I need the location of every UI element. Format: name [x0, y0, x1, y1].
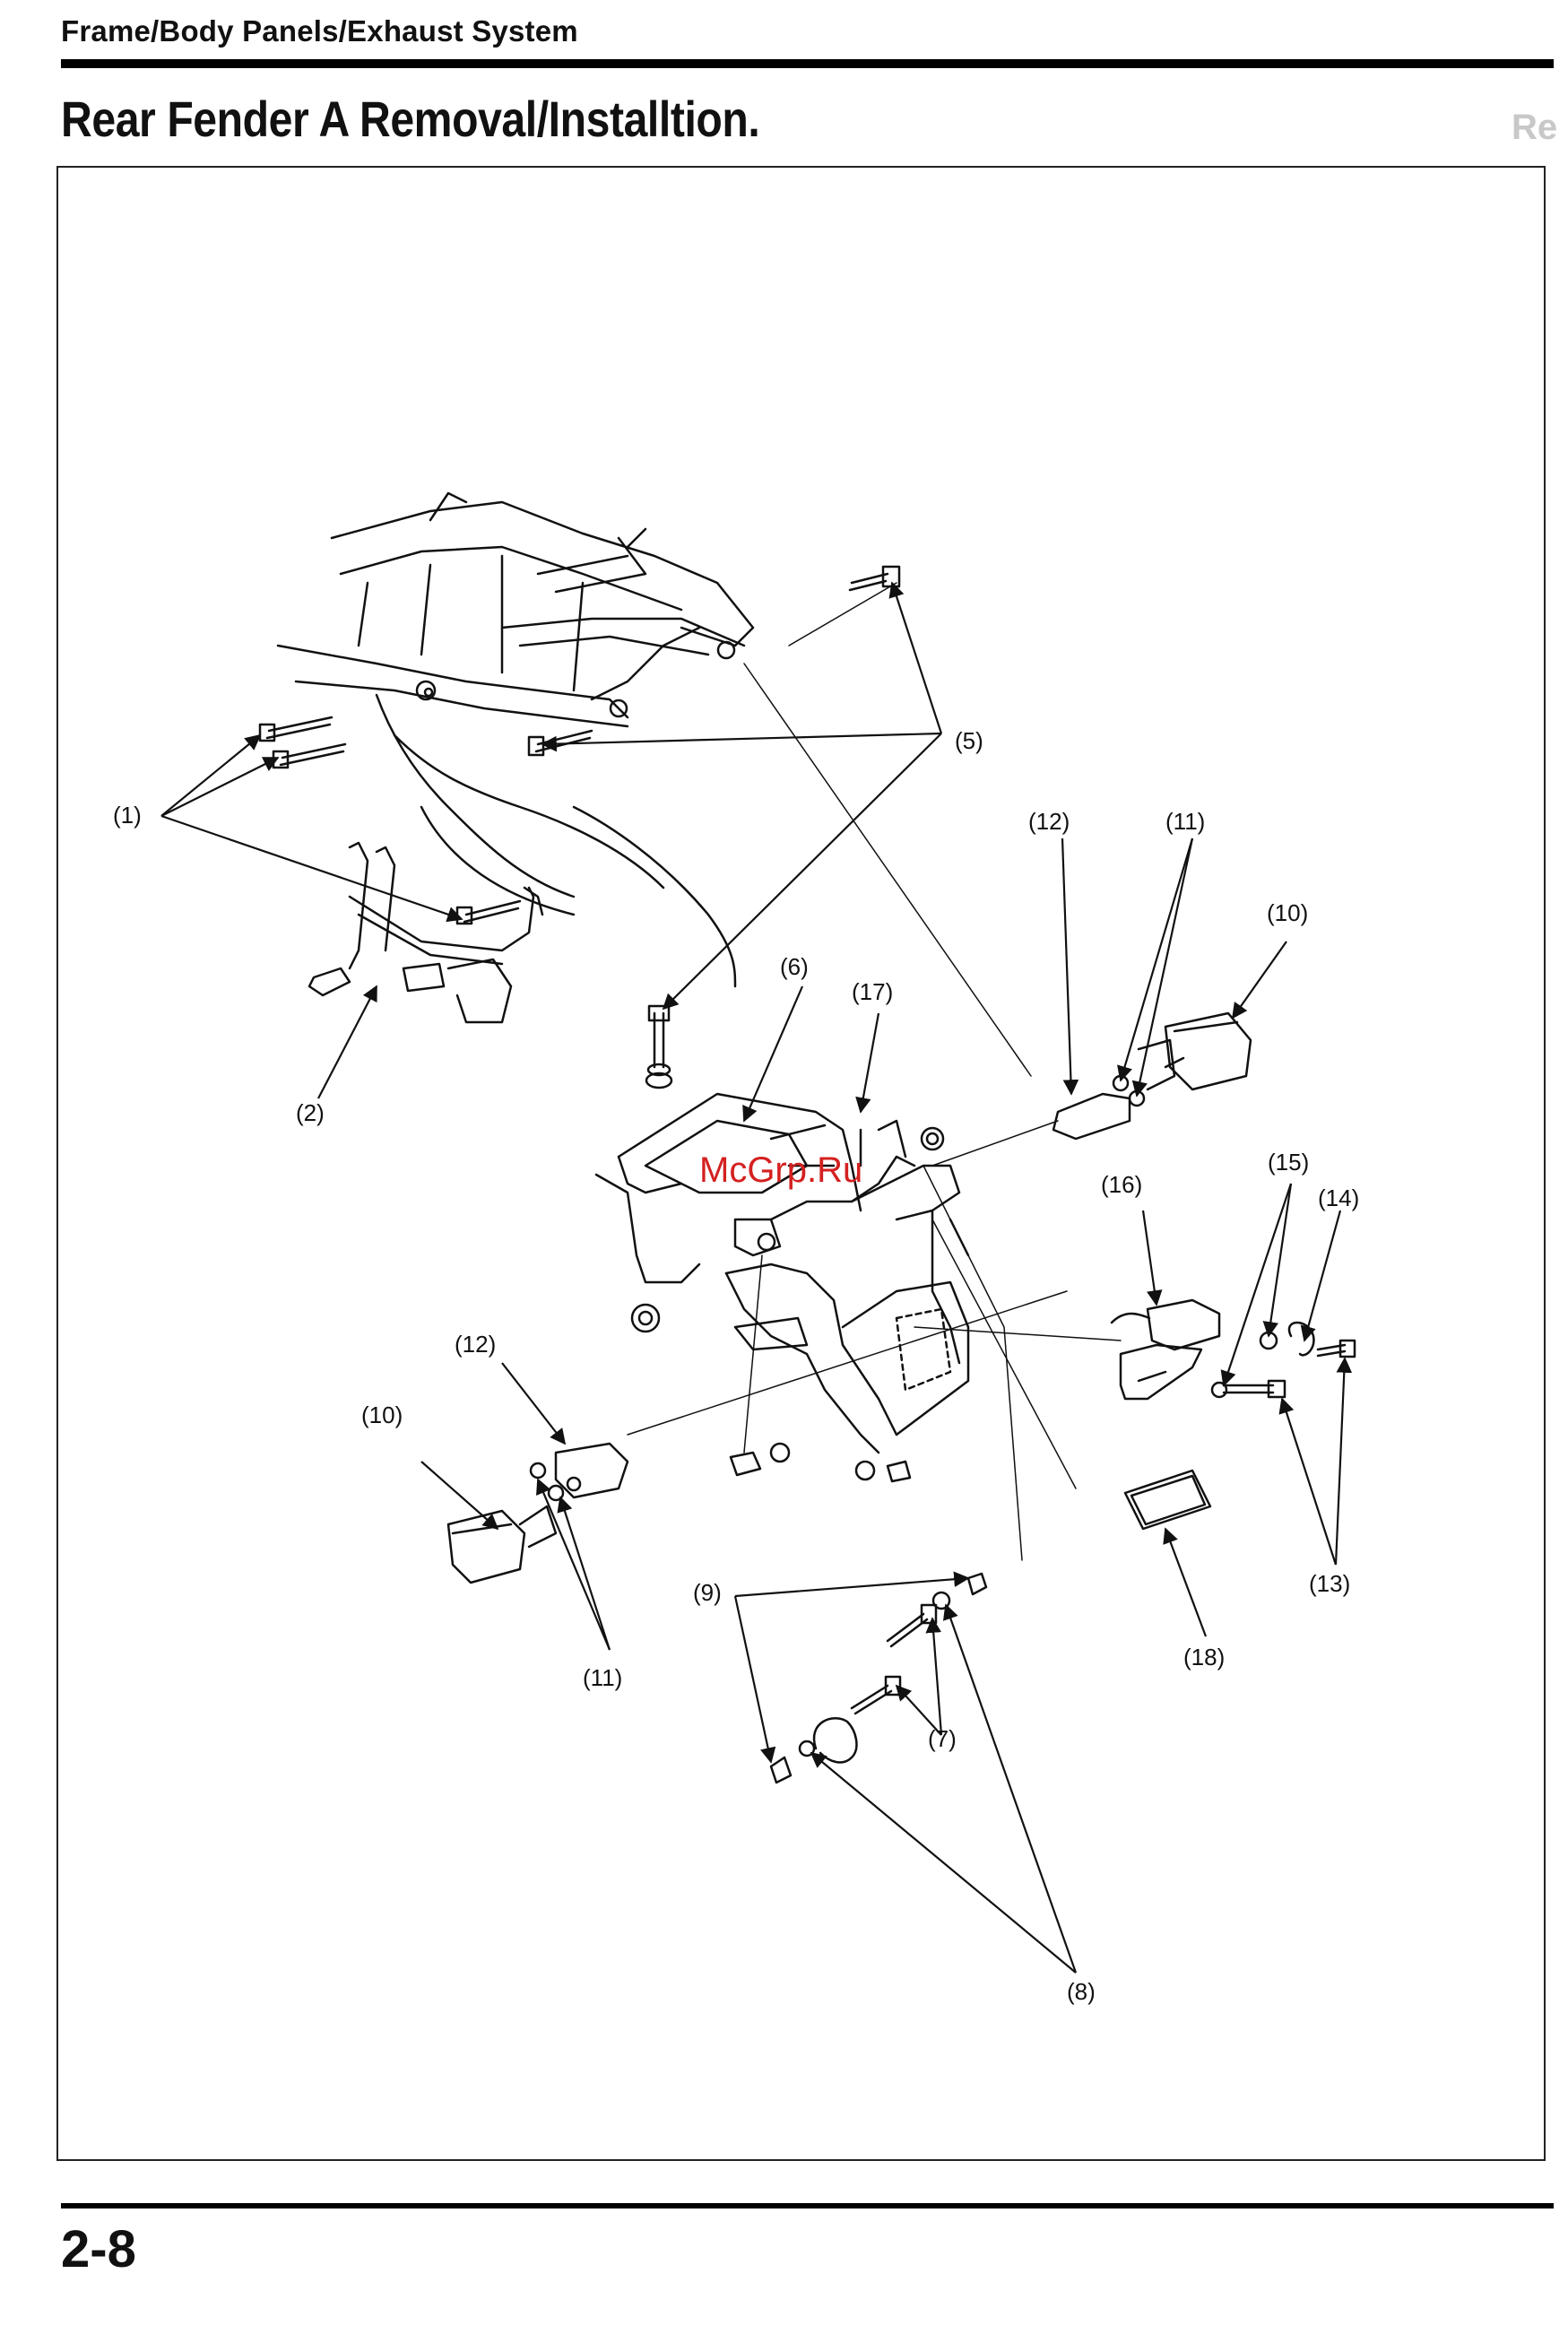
callout-12-left: (12) — [455, 1331, 496, 1358]
callout-7: (7) — [928, 1725, 957, 1752]
bolt-set-1 — [260, 717, 520, 924]
reflector-illustration — [1125, 1471, 1210, 1529]
callout-10-left: (10) — [361, 1401, 403, 1428]
turn-signal-right — [1053, 1013, 1251, 1139]
callout-15: (15) — [1268, 1149, 1309, 1176]
rear-fender-a-illustration — [596, 1094, 968, 1453]
callout-16: (16) — [1101, 1171, 1142, 1198]
callout-17: (17) — [852, 978, 893, 1005]
callout-13: (13) — [1309, 1570, 1350, 1597]
license-light-assembly — [1112, 1300, 1355, 1399]
callout-12-right: (12) — [1028, 808, 1070, 835]
watermark-text: McGrp.Ru — [699, 1150, 862, 1190]
callout-11-top: (11) — [1165, 808, 1205, 835]
page-number: 2-8 — [61, 2219, 136, 2279]
callout-9: (9) — [693, 1579, 722, 1606]
callout-6: (6) — [780, 953, 809, 980]
alignment-lines — [628, 583, 1121, 1560]
callout-10-right: (10) — [1267, 899, 1308, 926]
callout-14: (14) — [1318, 1185, 1359, 1211]
turn-signal-left — [448, 1444, 628, 1583]
callout-5: (5) — [955, 727, 983, 754]
callout-11-bottom: (11) — [583, 1664, 622, 1691]
footer-rule — [61, 2203, 1554, 2208]
callout-2: (2) — [296, 1099, 325, 1126]
callout-1: (1) — [113, 802, 142, 829]
leader-lines — [161, 583, 1345, 1973]
bolt-set-5 — [529, 567, 899, 1088]
callout-18: (18) — [1183, 1644, 1225, 1670]
footpeg-assembly-illustration — [309, 843, 542, 1022]
callout-8: (8) — [1067, 1978, 1096, 2005]
